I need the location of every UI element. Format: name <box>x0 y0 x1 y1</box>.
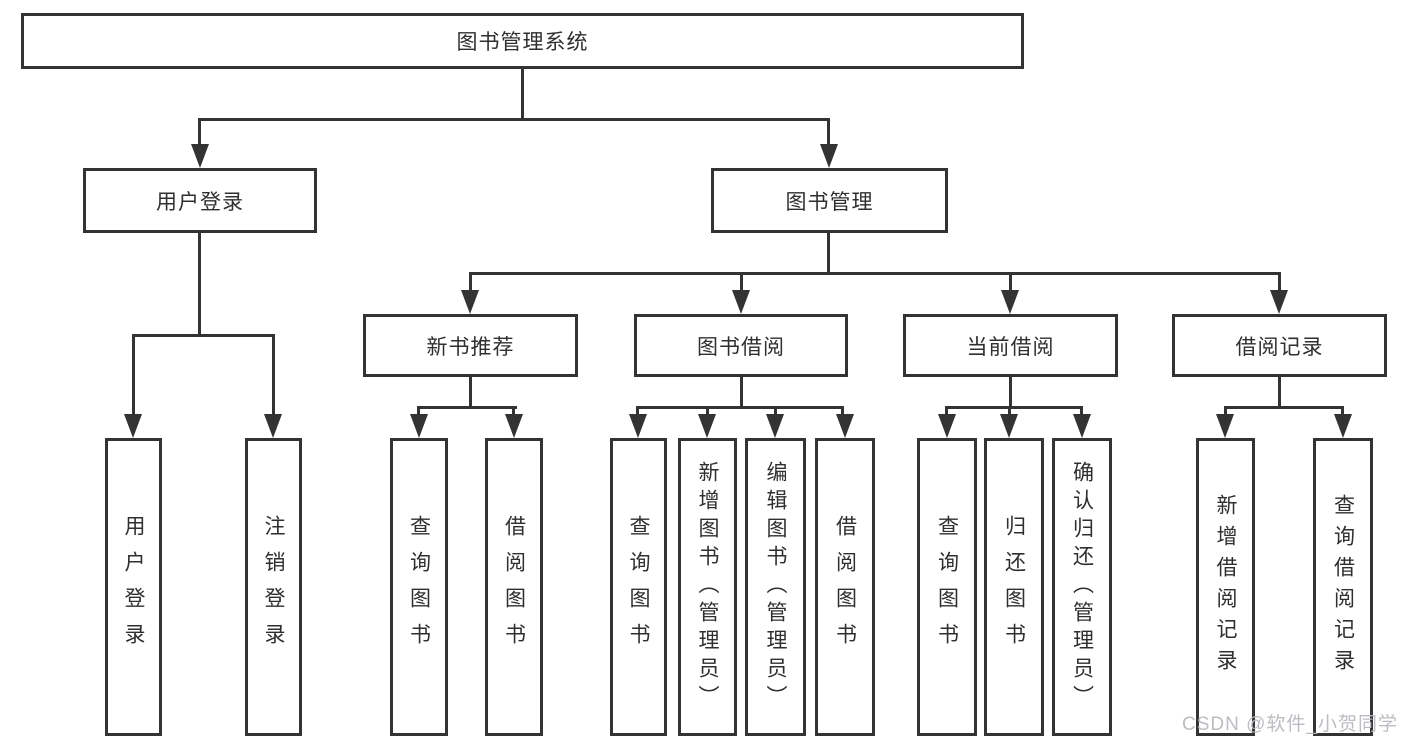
leaf-query-book-newrec: 查询图书 <box>390 438 448 736</box>
connector-drop-query-record <box>1341 406 1344 416</box>
arrowhead-query-book-3 <box>938 414 956 438</box>
node-new-book-recommend-label: 新书推荐 <box>426 335 515 359</box>
watermark: CSDN @软件_小贺同学 <box>1182 714 1398 735</box>
connector-level3-hbar <box>469 272 1281 275</box>
connector-drop-borrow-book-2 <box>841 406 844 416</box>
node-borrow-records-label: 借阅记录 <box>1235 335 1324 359</box>
connector-drop-borrow-book-1 <box>512 406 515 416</box>
leaf-add-book-admin: 新增图书（管理员） <box>678 438 737 736</box>
connector-drop-borrow-records <box>1278 272 1281 292</box>
leaf-edit-book-admin-label: 编辑图书（管理员） <box>764 461 787 713</box>
arrowhead-add-record <box>1216 414 1234 438</box>
connector-drop-book-management <box>827 118 830 148</box>
leaf-query-book-current-label: 查询图书 <box>935 515 959 659</box>
leaf-borrow-book-newrec: 借阅图书 <box>485 438 543 736</box>
arrowhead-borrow-records <box>1270 290 1288 314</box>
node-book-management-label: 图书管理 <box>785 190 874 214</box>
arrowhead-borrow-book-2 <box>836 414 854 438</box>
leaf-add-book-admin-label: 新增图书（管理员） <box>696 461 719 713</box>
arrowhead-return-book <box>1000 414 1018 438</box>
connector-user-login-hbar <box>132 334 275 337</box>
node-root-label: 图书管理系统 <box>456 31 589 54</box>
connector-current-borrow-hbar <box>945 406 1083 409</box>
leaf-edit-book-admin: 编辑图书（管理员） <box>745 438 806 736</box>
connector-new-book-hbar <box>417 406 517 409</box>
leaf-query-book-borrow: 查询图书 <box>610 438 667 736</box>
connector-drop-return-book <box>1008 406 1011 416</box>
leaf-return-book: 归还图书 <box>984 438 1044 736</box>
leaf-confirm-return-admin: 确认归还（管理员） <box>1052 438 1112 736</box>
connector-drop-current-borrow <box>1009 272 1012 292</box>
connector-book-borrow-stem <box>740 377 743 408</box>
arrowhead-new-book <box>461 290 479 314</box>
connector-drop-leaf-user-login <box>132 334 135 418</box>
node-borrow-records: 借阅记录 <box>1172 314 1387 377</box>
arrowhead-current-borrow <box>1001 290 1019 314</box>
leaf-query-borrow-record: 查询借阅记录 <box>1313 438 1373 736</box>
node-user-login: 用户登录 <box>83 168 317 233</box>
leaf-add-borrow-record: 新增借阅记录 <box>1196 438 1255 736</box>
leaf-query-book-newrec-label: 查询图书 <box>407 515 431 659</box>
connector-drop-query-book-3 <box>945 406 948 416</box>
node-current-borrow-label: 当前借阅 <box>966 335 1055 359</box>
connector-new-book-stem <box>469 377 472 408</box>
connector-drop-leaf-logout <box>272 334 275 418</box>
arrowhead-query-book-1 <box>410 414 428 438</box>
connector-drop-new-book <box>469 272 472 292</box>
leaf-user-login: 用户登录 <box>105 438 162 736</box>
connector-borrow-records-stem <box>1278 377 1281 408</box>
node-root: 图书管理系统 <box>21 13 1024 69</box>
node-user-login-label: 用户登录 <box>156 190 244 214</box>
leaf-borrow-book: 借阅图书 <box>815 438 875 736</box>
arrowhead-borrow-book-1 <box>505 414 523 438</box>
leaf-logout-label: 注销登录 <box>262 515 285 659</box>
connector-book-management-stem <box>827 233 830 274</box>
arrowhead-leaf-user-login <box>124 414 142 438</box>
arrowhead-add-book <box>698 414 716 438</box>
arrowhead-query-book-2 <box>629 414 647 438</box>
connector-drop-add-book <box>706 406 709 416</box>
arrowhead-confirm-return <box>1073 414 1091 438</box>
connector-root-stem <box>521 69 524 120</box>
arrowhead-book-borrow <box>732 290 750 314</box>
node-new-book-recommend: 新书推荐 <box>363 314 578 377</box>
leaf-user-login-label: 用户登录 <box>122 515 145 659</box>
connector-drop-book-borrow <box>740 272 743 292</box>
arrowhead-user-login <box>191 144 209 168</box>
connector-drop-query-book-2 <box>636 406 639 416</box>
connector-drop-confirm-return <box>1080 406 1083 416</box>
leaf-query-book-current: 查询图书 <box>917 438 977 736</box>
arrowhead-book-management <box>820 144 838 168</box>
node-book-borrow-label: 图书借阅 <box>697 335 785 359</box>
node-book-borrow: 图书借阅 <box>634 314 848 377</box>
connector-drop-add-record <box>1224 406 1227 416</box>
leaf-borrow-book-label: 借阅图书 <box>833 515 857 659</box>
leaf-query-borrow-record-label: 查询借阅记录 <box>1331 494 1355 680</box>
leaf-logout: 注销登录 <box>245 438 302 736</box>
leaf-confirm-return-admin-label: 确认归还（管理员） <box>1070 461 1094 713</box>
connector-drop-query-book-1 <box>417 406 420 416</box>
connector-drop-edit-book <box>774 406 777 416</box>
connector-book-borrow-hbar <box>636 406 844 409</box>
connector-current-borrow-stem <box>1009 377 1012 408</box>
connector-drop-user-login <box>198 118 201 148</box>
leaf-return-book-label: 归还图书 <box>1002 515 1026 659</box>
leaf-query-book-borrow-label: 查询图书 <box>627 515 650 659</box>
arrowhead-leaf-logout <box>264 414 282 438</box>
connector-level1-hbar <box>199 118 830 121</box>
arrowhead-query-record <box>1334 414 1352 438</box>
node-current-borrow: 当前借阅 <box>903 314 1118 377</box>
node-book-management: 图书管理 <box>711 168 948 233</box>
connector-borrow-records-hbar <box>1224 406 1344 409</box>
arrowhead-edit-book <box>766 414 784 438</box>
leaf-borrow-book-newrec-label: 借阅图书 <box>502 515 526 659</box>
leaf-add-borrow-record-label: 新增借阅记录 <box>1214 494 1237 680</box>
connector-user-login-stem <box>198 233 201 336</box>
